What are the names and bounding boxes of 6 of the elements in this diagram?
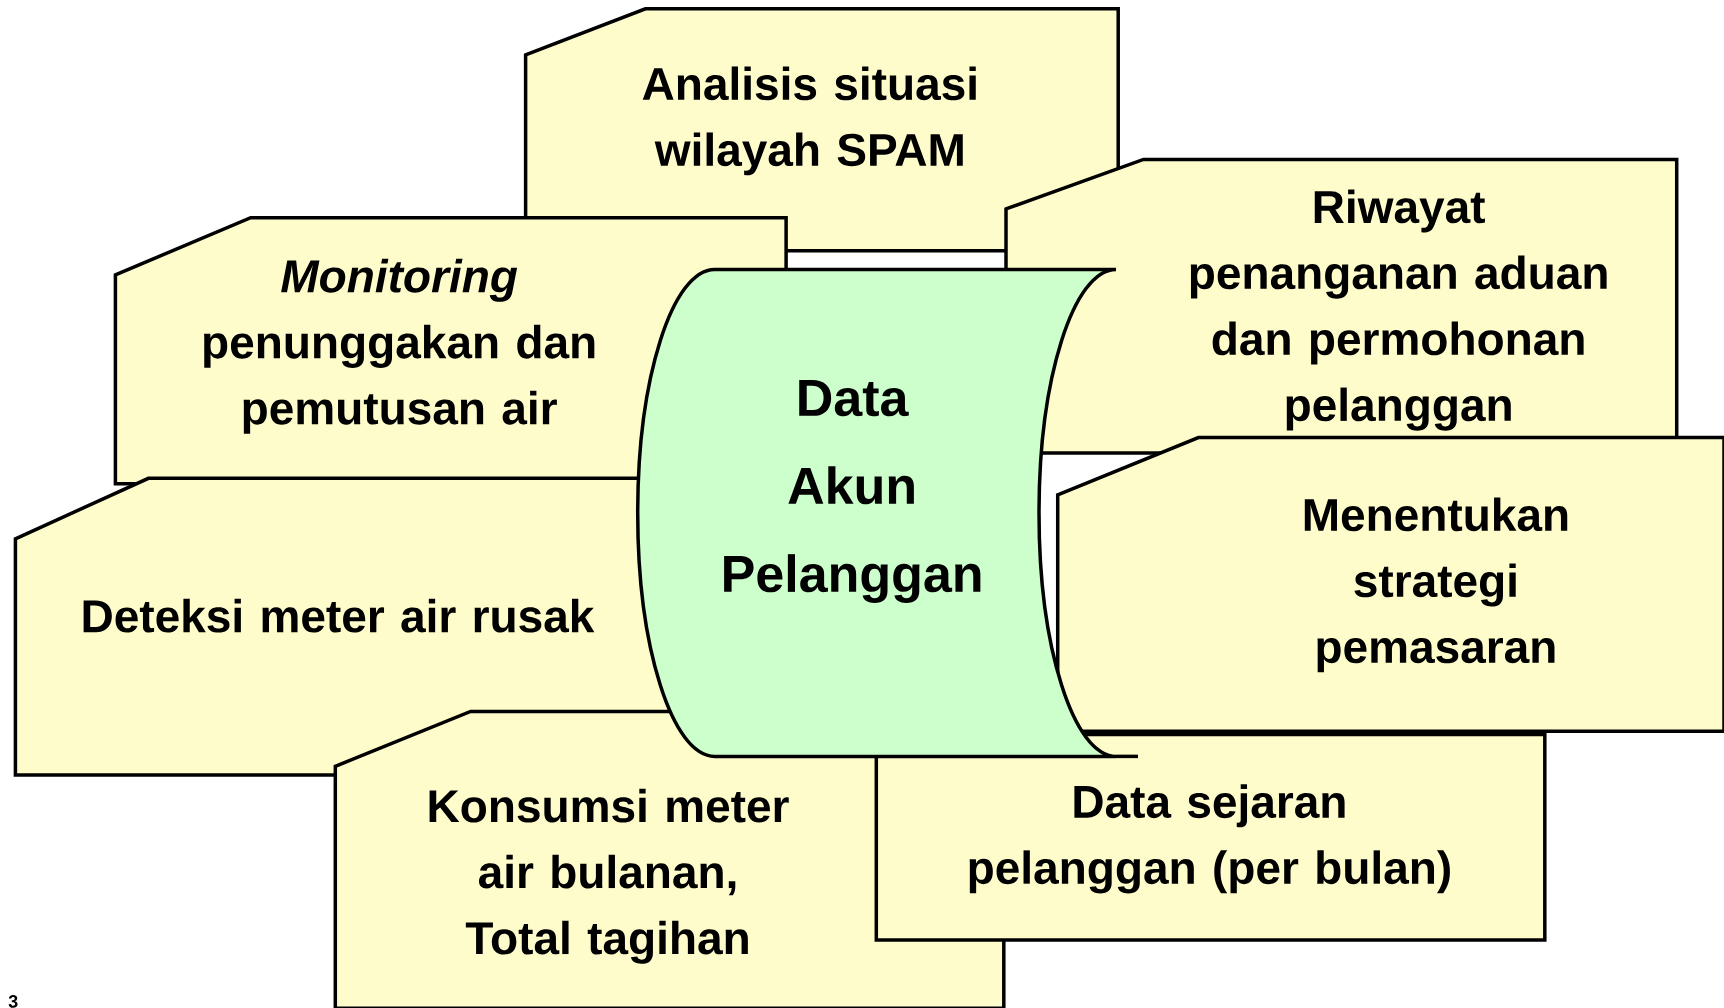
page-number: 3 [8, 995, 18, 1008]
data-cylinder: Data Akun Pelanggan [635, 267, 1138, 759]
note-card: Menentukan strategi pemasaran [1055, 435, 1724, 733]
note-card: Data sejaran pelanggan (per bulan) [874, 732, 1547, 942]
node-label: Konsumsi meter air bulanan, Total tagihan [429, 788, 789, 964]
node-label: Riwayat penanganan aduan dan permohonan pelanggan [1190, 189, 1607, 431]
